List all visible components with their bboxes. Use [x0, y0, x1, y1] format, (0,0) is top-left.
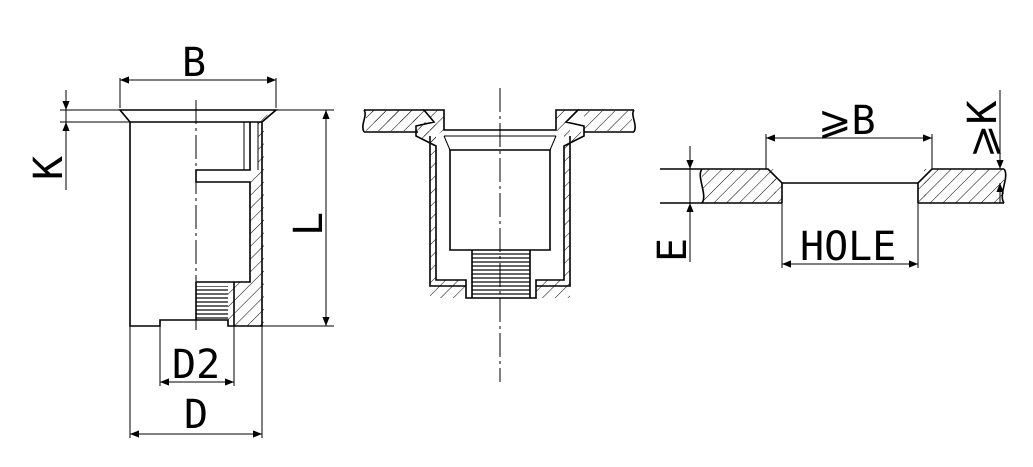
bulge-hatch-right: [564, 126, 582, 148]
bulge-hatch-left: [418, 126, 436, 148]
label-ge-b: ⩾B: [818, 98, 876, 144]
plate-break-left: [362, 109, 366, 133]
outer-wall-right: [536, 136, 571, 287]
flange-inner: [549, 135, 557, 151]
label-hole: HOLE: [800, 224, 896, 270]
label-d: D: [184, 392, 208, 438]
inner-cavity: [449, 149, 551, 251]
installed-thread: [472, 252, 530, 296]
plate-break-right: [1001, 168, 1007, 204]
outer-wall-left: [429, 136, 466, 287]
nut-wall-hatch-right: [536, 110, 570, 298]
plate-hatch-left: [702, 169, 776, 203]
nut-wall-hatch-left: [430, 110, 466, 298]
internal-thread: [196, 286, 228, 320]
plate-hatch-left: [366, 111, 418, 131]
plate-hatch-left: [768, 169, 782, 203]
plate-hatch-right: [584, 111, 632, 131]
plate-right: [578, 109, 634, 133]
inner-bore: [195, 122, 251, 283]
plate-top: [660, 168, 1004, 184]
plate-break-left: [699, 168, 705, 204]
installed-nut-outline: [415, 109, 585, 299]
section-hatch-wall: [228, 110, 276, 326]
label-d2: D2: [172, 342, 220, 388]
flange-inner: [443, 135, 451, 151]
label-ge-k: ⩾K: [960, 100, 1006, 158]
label-b: B: [182, 40, 206, 86]
rivet-nut-section-view: B K L D2 D: [26, 40, 334, 438]
plate-hatch-right: [918, 169, 932, 203]
installed-section-view: [362, 88, 636, 382]
plate-hatch-right: [924, 169, 1004, 203]
hole-preparation-view: ⩾B ⩾K E HOLE: [650, 90, 1007, 270]
plate-left: [364, 109, 424, 133]
plate-break-right: [632, 109, 636, 133]
label-k: K: [26, 156, 72, 180]
label-e: E: [650, 238, 696, 262]
label-l: L: [286, 212, 332, 236]
